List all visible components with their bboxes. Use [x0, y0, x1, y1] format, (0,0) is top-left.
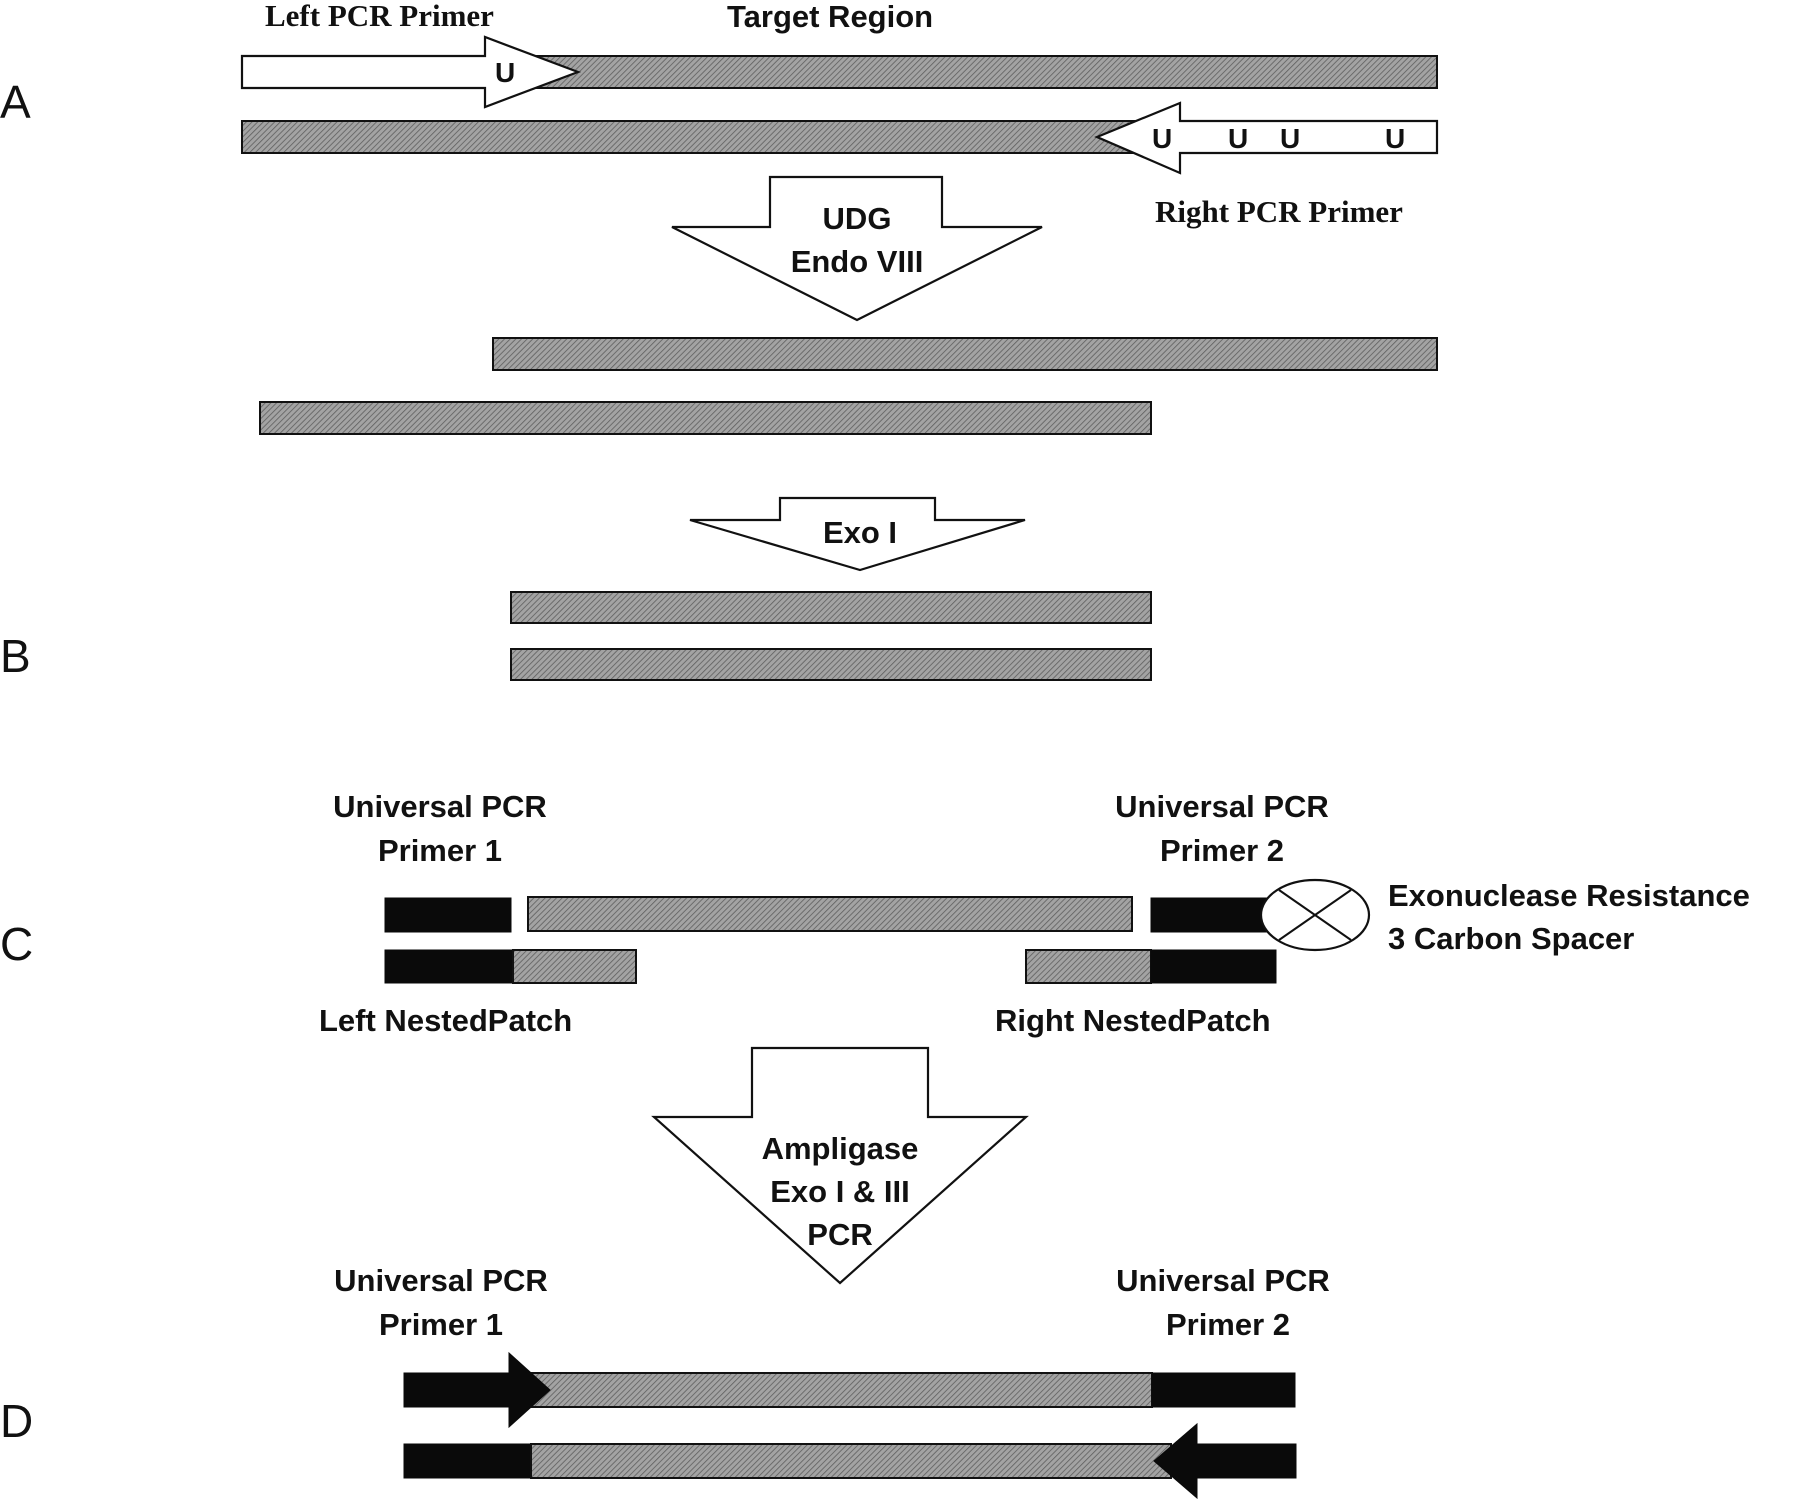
step2-line1: Exo I: [823, 515, 897, 550]
c-universal-primer-2-line2: Primer 2: [1160, 833, 1284, 868]
step3-line2: Exo I & III: [770, 1174, 910, 1209]
trimmed-bottom-strand: [259, 401, 1152, 435]
right-primer-uracil-1: U: [1152, 123, 1172, 154]
universal-primer-2-block: [1150, 897, 1280, 933]
product-bottom-universal-1-block: [403, 1443, 532, 1479]
exo-resistance-line2: 3 Carbon Spacer: [1388, 921, 1634, 956]
c-universal-primer-1-line2: Primer 1: [378, 833, 502, 868]
left-nestedpatch-target-part: [512, 949, 637, 984]
panel-label-c: C: [0, 918, 33, 970]
d-universal-primer-2-line1: Universal PCR: [1116, 1263, 1330, 1298]
right-nestedpatch-target-part: [1025, 949, 1152, 984]
exo-product-top-strand: [510, 591, 1152, 624]
step3-line1: Ampligase: [762, 1131, 919, 1166]
product-bottom-strand: [530, 1443, 1172, 1479]
exonuclease-resistance-icon: [1259, 878, 1371, 952]
right-primer-uracil-3: U: [1280, 123, 1300, 154]
step1-line1: UDG: [823, 201, 892, 236]
panel-label-b: B: [0, 630, 31, 682]
step3-line3: PCR: [807, 1217, 872, 1252]
target-bottom-strand: [241, 120, 1163, 154]
right-pcr-primer-arrow: [1094, 101, 1439, 175]
step-arrow-udg-endo: [671, 175, 1043, 322]
universal-primer-2-arrow: [1153, 1422, 1297, 1499]
left-nestedpatch-label: Left NestedPatch: [319, 1003, 572, 1038]
right-primer-uracil-4: U: [1385, 123, 1405, 154]
d-universal-primer-2-line2: Primer 2: [1166, 1307, 1290, 1342]
trimmed-top-strand: [492, 337, 1438, 371]
right-nestedpatch-universal-part: [1150, 949, 1277, 984]
c-universal-primer-2-line1: Universal PCR: [1115, 789, 1329, 824]
target-region-label: Target Region: [727, 0, 933, 34]
product-top-strand: [529, 1372, 1153, 1408]
right-pcr-primer-label: Right PCR Primer: [1155, 194, 1403, 229]
panel-label-a: A: [0, 76, 31, 128]
left-pcr-primer-arrow: [240, 35, 582, 109]
step-arrow-ampligase: [651, 1046, 1029, 1285]
step1-line2: Endo VIII: [791, 244, 924, 279]
right-nestedpatch-label: Right NestedPatch: [995, 1003, 1271, 1038]
target-top-strand: [519, 55, 1438, 89]
panel-label-d: D: [0, 1395, 33, 1447]
d-universal-primer-1-line2: Primer 1: [379, 1307, 503, 1342]
d-universal-primer-1-line1: Universal PCR: [334, 1263, 548, 1298]
left-nestedpatch-universal-part: [384, 949, 514, 984]
exo-resistance-line1: Exonuclease Resistance: [1388, 878, 1750, 913]
product-top-universal-2-block: [1151, 1372, 1296, 1408]
left-pcr-primer-label: Left PCR Primer: [265, 0, 494, 33]
c-universal-primer-1-line1: Universal PCR: [333, 789, 547, 824]
step-arrow-exo-i: [689, 496, 1026, 572]
universal-primer-1-arrow: [403, 1351, 551, 1429]
universal-primer-1-block: [384, 897, 512, 933]
exo-product-bottom-strand: [510, 648, 1152, 681]
c-target-strand: [527, 896, 1133, 932]
left-primer-uracil: U: [495, 57, 515, 88]
right-primer-uracil-2: U: [1228, 123, 1248, 154]
